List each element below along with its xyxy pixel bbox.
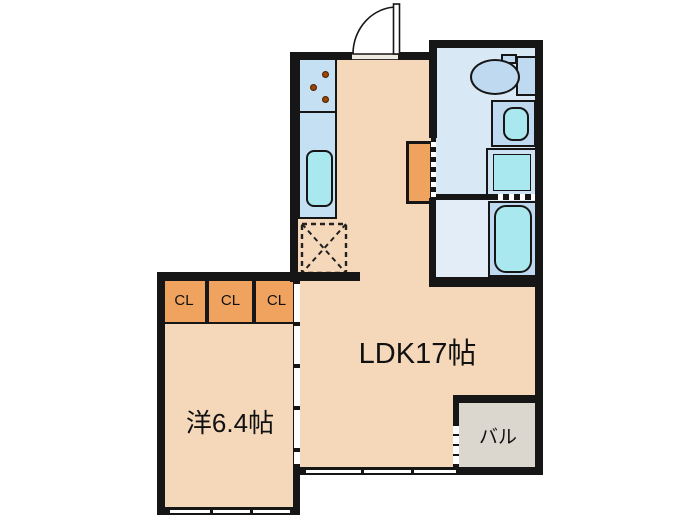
washroom-bottom-wall	[429, 277, 543, 287]
hall-shelf	[406, 141, 433, 204]
entrance-door-icon	[352, 3, 401, 55]
window-mullion	[210, 510, 213, 513]
washroom-left-wall-upper	[429, 48, 437, 138]
closet-1-label: CL	[174, 292, 194, 309]
balcony-top-wall	[453, 395, 543, 403]
closet-3: CL	[256, 279, 297, 322]
kitchen-lower-wall	[293, 272, 360, 281]
window-mullion	[250, 510, 253, 513]
closet-3-label: CL	[266, 292, 287, 309]
top-wall-left	[290, 52, 353, 60]
balcony-door	[453, 426, 459, 464]
toilet-bowl-icon	[470, 59, 520, 95]
washing-machine-inner	[493, 154, 531, 191]
western-room-top-wall	[157, 272, 300, 281]
closet-2: CL	[209, 279, 252, 322]
top-wall-right	[397, 52, 434, 60]
bath-divider-wall	[434, 194, 494, 200]
right-wall	[535, 40, 543, 475]
closet-2-label: CL	[220, 292, 241, 309]
window-mullion	[411, 470, 414, 473]
kitchen-left-wall	[290, 52, 298, 282]
balcony-label: バル	[478, 427, 517, 448]
bathtub-icon	[494, 205, 532, 273]
washroom-left-wall-lower	[429, 198, 436, 287]
ldk-window	[306, 468, 456, 475]
western-room-left-wall	[157, 272, 165, 515]
western-room-window	[170, 508, 290, 515]
closet-1: CL	[163, 279, 205, 322]
window-mullion	[361, 470, 364, 473]
stove-burner-icon	[322, 71, 329, 78]
stove-burner-icon	[322, 96, 329, 103]
washroom-entry-door	[431, 137, 436, 199]
stove-burner-icon	[310, 84, 317, 91]
partition-sliding-door	[294, 284, 300, 464]
kitchen-counter-divider	[298, 111, 337, 113]
balcony-floor	[455, 399, 539, 471]
ldk-label: LDK17帖	[358, 338, 477, 370]
kitchen-sink	[306, 150, 333, 207]
western-room-label: 洋6.4帖	[185, 408, 275, 438]
refrigerator-space-icon	[300, 222, 348, 275]
washbasin-bowl	[503, 107, 529, 141]
bath-folding-door	[492, 194, 535, 200]
washroom-top-wall	[429, 40, 543, 48]
